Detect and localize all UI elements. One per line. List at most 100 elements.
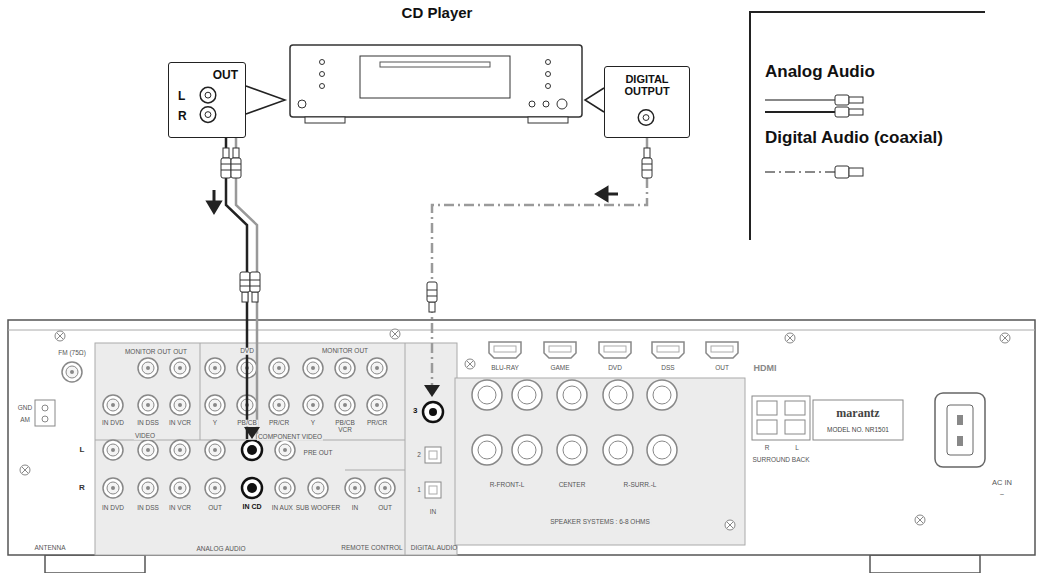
legend-sample <box>849 97 863 103</box>
legend-item: Digital Audio (coaxial) <box>765 128 943 188</box>
panel-label: COMPONENT VIDEO <box>257 434 323 441</box>
optical-jack <box>425 447 441 498</box>
panel-label: DSS <box>660 365 675 372</box>
panel-section: DIGITAL AUDIO 3 <box>408 395 460 555</box>
flow-arrow <box>597 188 618 200</box>
legend-sample <box>765 92 875 122</box>
rca-plug <box>240 272 250 302</box>
jack-symbol <box>242 478 262 498</box>
node-text: 3 <box>413 406 417 415</box>
panel-label: OUT <box>207 505 223 512</box>
rca-plug <box>231 148 241 178</box>
panel-label: MODEL NO. NR1501 <box>826 427 890 434</box>
speaker-terminal <box>647 435 677 465</box>
rca-jack <box>170 395 190 415</box>
jack-symbol <box>412 398 452 426</box>
node-text: DIGITAL AUDIO <box>408 544 460 551</box>
hdmi-port <box>706 342 738 358</box>
receiver-rear-panel <box>8 320 1035 573</box>
cd-player-body <box>585 88 604 112</box>
node-text: ANALOG AUDIO <box>93 545 349 552</box>
ac-inlet <box>957 415 963 425</box>
panel-label: HDMI <box>753 364 778 373</box>
surround-back-terminal <box>752 396 810 440</box>
legend-sample <box>849 168 863 176</box>
panel-label: OUT <box>377 505 393 512</box>
rca-jack <box>375 478 395 498</box>
speaker-terminal <box>472 380 502 410</box>
receiver-rear-panel <box>405 343 406 555</box>
jack-symbol <box>242 440 262 460</box>
hdmi-port <box>544 342 576 358</box>
rca-plug <box>221 148 652 312</box>
legend-frame <box>750 12 985 240</box>
panel-label: R-SURR.-L <box>623 482 658 489</box>
node-text: OUT <box>213 68 238 82</box>
rca-jack <box>275 478 295 498</box>
ac-inlet <box>935 393 985 467</box>
rca-jack <box>205 358 225 378</box>
legend-sample <box>765 158 875 188</box>
rca-jack <box>170 478 190 498</box>
rca-plug <box>250 272 260 302</box>
legend-sample <box>765 99 835 101</box>
rca-jack <box>138 440 158 460</box>
jack-symbol <box>643 115 649 121</box>
cd-player-body <box>298 100 306 108</box>
legend-text: Digital Audio (coaxial) <box>765 128 943 148</box>
panel-label: OUT <box>172 349 188 356</box>
panel-label: ~ <box>999 491 1005 499</box>
cable-connector <box>226 138 260 439</box>
rca-jack <box>170 358 190 378</box>
cd-player-body <box>246 45 604 123</box>
surround-back-terminal <box>785 401 805 415</box>
rca-jack <box>345 478 365 498</box>
rca-jack <box>103 440 123 460</box>
cd-player-body <box>246 86 285 114</box>
legend-item: Analog Audio <box>765 62 875 122</box>
panel-label: IN DSS <box>136 505 160 512</box>
speaker-terminal <box>603 435 633 465</box>
cd-player-body <box>380 62 490 67</box>
panel-label: IN <box>351 505 360 512</box>
panel-label: L <box>794 445 800 452</box>
panel-label: IN DVD <box>101 420 125 427</box>
panel-label: AM <box>19 417 31 424</box>
panel-label: R-FRONT-L <box>489 482 526 489</box>
panel-label: ANTENNA <box>33 545 66 552</box>
cd-player-body <box>529 101 535 107</box>
legend-sample <box>765 171 835 173</box>
digital-cable <box>432 138 647 397</box>
cd-player-body <box>528 117 568 123</box>
panel-label: AC IN <box>991 479 1013 487</box>
rca-jack <box>103 395 123 415</box>
callout-box: OUTLR <box>168 62 246 138</box>
screw <box>465 359 475 369</box>
panel-label: R <box>78 484 86 492</box>
jack-symbol <box>205 112 211 118</box>
screw <box>55 331 65 341</box>
panel-label: marantz <box>835 406 880 421</box>
speaker-terminal <box>647 380 677 410</box>
speaker-terminal <box>512 435 542 465</box>
rca-jack <box>275 440 295 460</box>
input-jack-pair: IN CD <box>232 440 272 520</box>
surround-back-terminal <box>757 401 777 415</box>
rca-jack <box>308 478 328 498</box>
am-terminal <box>42 416 48 422</box>
am-terminal <box>42 405 48 411</box>
legend-sample <box>849 109 863 115</box>
panel-label: VIDEO <box>134 433 156 440</box>
panel-label: Y <box>310 420 316 427</box>
optical-jack <box>425 447 441 463</box>
ac-inlet <box>947 405 973 455</box>
panel-label: VCR <box>337 427 353 434</box>
panel-label: MONITOR OUT <box>124 349 172 356</box>
jack-symbol <box>429 408 437 416</box>
panel-label: Y <box>212 420 218 427</box>
legend-sample <box>835 166 849 178</box>
panel-section: ANALOG AUDIO IN CD <box>93 440 349 555</box>
panel-label: CENTER <box>558 482 587 489</box>
panel-label: PR/CR <box>366 420 388 427</box>
legend-sample <box>835 95 849 105</box>
